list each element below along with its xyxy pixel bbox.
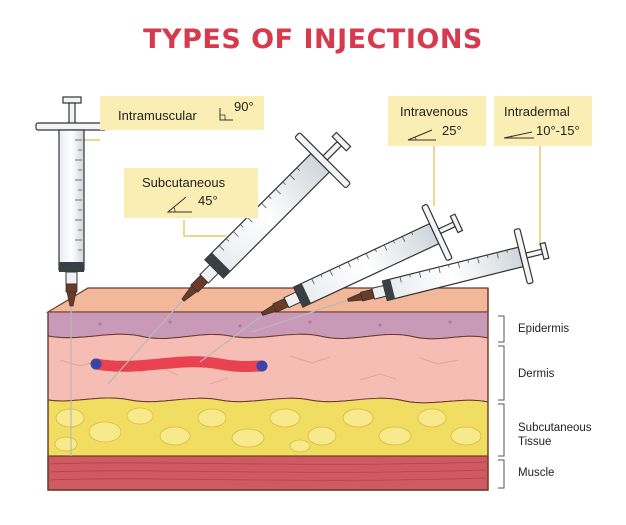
subcutaneous-layer [47,397,489,457]
angle-10-15-icon [503,131,534,139]
label-subcutaneous-name: Subcutaneous [142,175,226,190]
layer-label-muscle: Muscle [518,467,555,479]
vein-end-right [256,360,268,372]
syringe-intravenous [260,204,464,316]
label-intradermal-angle: 10°-15° [536,123,580,138]
muscle-fibers [49,461,487,481]
fat-globules [54,407,482,453]
label-intravenous-name: Intravenous [400,104,468,119]
muscle-layer [47,455,489,491]
skin-block [45,287,489,491]
label-intradermal: Intradermal 10°-15° [494,96,592,146]
vein-end-left [90,358,102,370]
vein [95,356,263,372]
label-intravenous: Intravenous 25° [388,96,486,146]
label-intramuscular-angle: 90° [234,99,254,114]
syringe-intradermal [347,228,550,302]
layer-label-subcutaneous-tissue: Subcutaneous Tissue [518,422,592,448]
label-intravenous-angle: 25° [442,123,462,138]
label-subcutaneous: Subcutaneous 45° [124,168,258,218]
label-intradermal-name: Intradermal [504,104,570,119]
syringe-intramuscular [35,96,107,307]
label-intramuscular: Intramuscular 90° [100,96,264,130]
label-subcutaneous-angle: 45° [198,193,218,208]
needles [70,299,349,456]
angle-45-icon [166,196,192,213]
page-title: TYPES OF INJECTIONS [143,24,483,55]
label-intramuscular-name: Intramuscular [118,108,197,123]
layer-label-epidermis: Epidermis [518,323,570,335]
angle-25-icon [407,129,436,141]
angle-90-icon [219,108,233,121]
layer-brackets [498,315,505,489]
leader-lines [84,139,541,246]
layer-label-dermis: Dermis [518,368,555,380]
